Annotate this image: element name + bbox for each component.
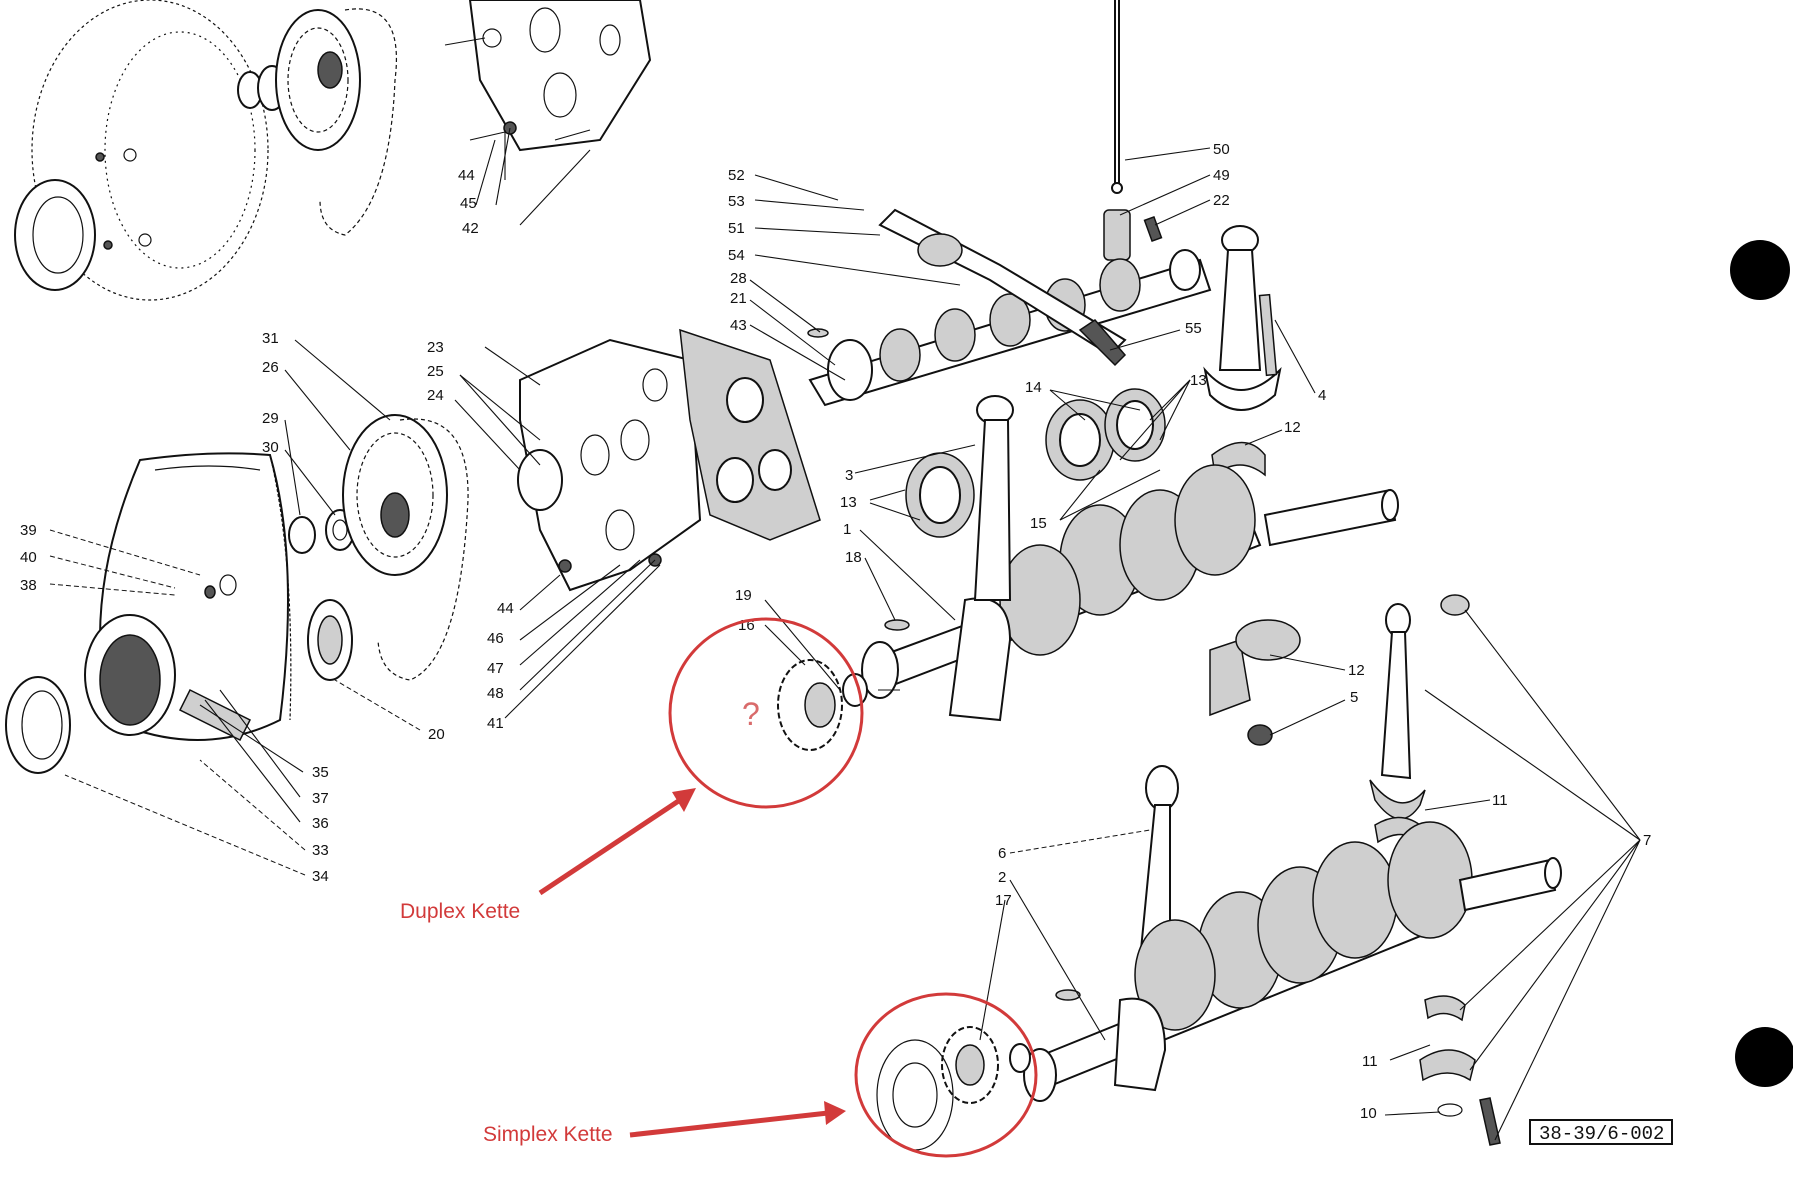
simplex-highlight-circle <box>854 992 1038 1158</box>
part-number-label: 40 <box>20 549 37 566</box>
part-number-label: 12 <box>1284 419 1301 436</box>
woodruff-key-28 <box>807 328 829 338</box>
front-plate-gasket <box>517 328 821 592</box>
part-number-label: 54 <box>728 247 745 264</box>
simplex-sprocket-17 <box>876 1026 1031 1151</box>
part-number-label: 11 <box>1362 1053 1378 1070</box>
part-number-label: 35 <box>312 764 329 781</box>
part-number-label: 24 <box>427 387 444 404</box>
pushrod <box>1103 0 1163 261</box>
part-number-label: 48 <box>487 685 504 702</box>
part-number-label: 26 <box>262 359 279 376</box>
part-number-label: 23 <box>427 339 444 356</box>
duplex-highlight-circle <box>668 617 864 809</box>
crankshaft-lower <box>1023 821 1562 1146</box>
question-mark: ? <box>742 696 760 732</box>
part-number-label: 7 <box>1643 832 1651 849</box>
connecting-rod-lower <box>1138 594 1470 961</box>
part-number-label: 29 <box>262 410 279 427</box>
lower-sprocket-chain <box>342 414 469 681</box>
part-number-label: 13 <box>840 494 857 511</box>
part-number-label: 33 <box>312 842 329 859</box>
part-number-label: 38 <box>20 577 37 594</box>
part-number-label: 31 <box>262 330 279 347</box>
part-number-label: 43 <box>730 317 747 334</box>
part-number-label: 1 <box>843 521 851 538</box>
timing-cover-upper <box>14 0 269 301</box>
part-number-label: 46 <box>487 630 504 647</box>
part-number-label: 47 <box>487 660 504 677</box>
upper-front-plate <box>444 0 652 152</box>
part-number-label: 22 <box>1213 192 1230 209</box>
leader-lines <box>49 127 1641 1141</box>
part-number-label: 14 <box>1025 379 1042 396</box>
timing-cover-lower <box>84 452 292 742</box>
part-number-label: 5 <box>1350 689 1358 706</box>
drawing-reference: 38-39/6-002 <box>1529 1119 1673 1145</box>
part-number-label: 42 <box>462 220 479 237</box>
margin-dot <box>1730 240 1790 300</box>
part-number-labels: 1 2 3 4 5 6 7 10 11 11 12 12 13 13 14 15… <box>20 141 1651 1122</box>
part-number-label: 45 <box>460 195 477 212</box>
upper-sprocket-chain <box>237 8 397 236</box>
camshaft <box>808 208 1212 407</box>
part-number-label: 17 <box>995 892 1012 909</box>
part-number-label: 3 <box>845 467 853 484</box>
part-number-label: 34 <box>312 868 329 885</box>
part-number-label: 39 <box>20 522 37 539</box>
drawing-reference-text: 38-39/6-002 <box>1539 1123 1664 1145</box>
part-number-label: 19 <box>735 587 752 604</box>
part-number-label: 44 <box>458 167 475 184</box>
part-number-label: 15 <box>1030 515 1047 532</box>
part-number-label: 18 <box>845 549 862 566</box>
part-number-label: 11 <box>1492 792 1508 809</box>
simplex-arrow-head <box>824 1101 846 1125</box>
woodruff-key-18 <box>884 619 910 631</box>
simplex-arrow-line <box>629 1110 829 1138</box>
bearing-shells-upper <box>905 388 1166 538</box>
duplex-label: Duplex Kette <box>400 900 520 923</box>
part-number-label: 50 <box>1213 141 1230 158</box>
oil-seal-34 <box>5 676 71 774</box>
duplex-sprocket-16 <box>777 659 900 751</box>
part-number-label: 53 <box>728 193 745 210</box>
part-number-label: 41 <box>487 715 504 732</box>
part-number-label: 44 <box>497 600 514 617</box>
part-number-label: 25 <box>427 363 444 380</box>
part-number-label: 4 <box>1318 387 1326 404</box>
duplex-arrow-line <box>538 797 682 896</box>
part-number-label: 10 <box>1360 1105 1377 1122</box>
woodruff-key-lower <box>1055 989 1081 1001</box>
part-number-label: 55 <box>1185 320 1202 337</box>
part-number-label: 12 <box>1348 662 1365 679</box>
part-number-label: 21 <box>730 290 747 307</box>
part-number-label: 30 <box>262 439 279 456</box>
margin-dot <box>1735 1027 1793 1087</box>
washers-29-30 <box>288 509 355 681</box>
duplex-arrow-head <box>672 788 696 812</box>
part-number-label: 2 <box>998 869 1006 886</box>
part-number-label: 37 <box>312 790 329 807</box>
part-illustrations <box>5 0 1793 1151</box>
part-number-label: 13 <box>1190 372 1207 389</box>
connecting-rod-4 <box>1203 225 1282 477</box>
part-number-label: 36 <box>312 815 329 832</box>
part-number-label: 49 <box>1213 167 1230 184</box>
annotations: ? Duplex Kette Simplex Kette <box>400 617 1038 1158</box>
part-number-label: 51 <box>728 220 745 237</box>
part-number-label: 6 <box>998 845 1006 862</box>
part-number-label: 52 <box>728 167 745 184</box>
simplex-label: Simplex Kette <box>483 1123 613 1146</box>
part-number-label: 20 <box>428 726 445 743</box>
part-number-label: 28 <box>730 270 747 287</box>
crankshaft-upper <box>861 395 1399 746</box>
